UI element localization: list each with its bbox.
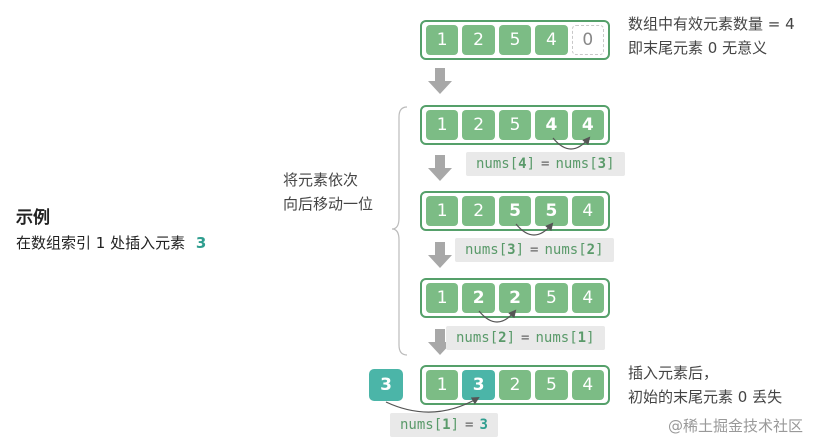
bottom-note-line2: 初始的末尾元素 0 丢失	[628, 388, 783, 406]
array-cell: 4	[571, 196, 605, 226]
array-cell: 0	[571, 25, 604, 55]
array-cell: 2	[462, 110, 495, 140]
array-cell: 5	[498, 110, 532, 140]
top-note: 数组中有效元素数量 = 4 即末尾元素 0 无意义	[628, 12, 795, 60]
assignment-operator: =	[465, 417, 474, 433]
down-arrow-icon	[428, 242, 452, 268]
down-arrow-icon	[428, 155, 452, 181]
assignment-rhs-index: 3	[597, 156, 607, 172]
assignment-lhs-index: 1	[442, 417, 451, 433]
assignment-rhs-index: 1	[577, 330, 587, 346]
array-cell: 4	[571, 370, 605, 400]
example-title: 示例	[16, 208, 50, 228]
array-cell: 1	[426, 370, 459, 400]
assignment-rhs: nums	[535, 330, 570, 346]
bottom-note-line1: 插入元素后，	[628, 364, 719, 382]
assignment-rhs-index: 2	[586, 242, 596, 258]
top-note-line2: 即末尾元素 0 无意义	[628, 39, 768, 57]
array-cell: 2	[462, 25, 495, 55]
array-cell: 2	[462, 196, 495, 226]
assignment-label: nums[2] = nums[1]	[446, 326, 605, 350]
assignment-lhs: nums	[465, 242, 499, 258]
assignment-label: nums[4] = nums[3]	[466, 152, 625, 176]
assignment-lhs-index: 2	[498, 330, 507, 346]
insert-arrow	[385, 397, 480, 413]
array-cell: 5	[498, 196, 532, 226]
array-cell: 4	[535, 25, 568, 55]
array-cell: 2	[462, 283, 495, 313]
assignment-lhs: nums	[456, 330, 490, 346]
shift-note: 将元素依次 向后移动一位	[283, 168, 373, 216]
assignment-operator: =	[530, 242, 539, 258]
array-cell: 4	[571, 110, 605, 140]
assignment-lhs-index: 4	[518, 156, 527, 172]
array-cell: 2	[498, 370, 532, 400]
array-cell: 5	[535, 283, 568, 313]
array-cell: 1	[426, 196, 459, 226]
example-desc-text: 在数组索引 1 处插入元素	[16, 234, 186, 252]
example-description: 在数组索引 1 处插入元素 3	[16, 232, 206, 253]
assignment-operator: =	[541, 156, 550, 172]
array-cell: 5	[535, 370, 568, 400]
shift-note-line1: 将元素依次	[283, 171, 359, 189]
watermark: @稀土掘金技术社区	[668, 417, 804, 435]
array-cell: 5	[498, 25, 532, 55]
array-cell: 5	[535, 196, 568, 226]
assignment-rhs: nums	[555, 156, 590, 172]
assignment-rhs: nums	[544, 242, 579, 258]
example-insert-value: 3	[195, 234, 207, 252]
move-arrow	[478, 309, 517, 323]
array-cell: 2	[498, 283, 532, 313]
array-cell: 3	[462, 370, 495, 400]
bottom-note: 插入元素后， 初始的末尾元素 0 丢失	[628, 361, 782, 409]
assignment-lhs-index: 3	[507, 242, 516, 258]
assignment-lhs: nums	[400, 417, 434, 433]
array-cell: 1	[426, 25, 459, 55]
move-arrow	[515, 222, 554, 236]
array-cell: 4	[571, 283, 605, 313]
assignment-rhs-value: 3	[479, 417, 488, 433]
insert-element: 3	[369, 369, 403, 401]
shift-note-line2: 向后移动一位	[283, 195, 374, 213]
assignment-lhs: nums	[476, 156, 510, 172]
down-arrow-icon	[428, 68, 452, 94]
assignment-operator: =	[521, 330, 530, 346]
array-cell: 1	[426, 110, 459, 140]
assignment-label: nums[1] = 3	[390, 413, 498, 437]
array-cell: 1	[426, 283, 459, 313]
assignment-label: nums[3] = nums[2]	[455, 238, 614, 262]
move-arrow	[552, 136, 591, 150]
top-note-line1: 数组中有效元素数量 = 4	[628, 15, 795, 33]
shift-bracket	[391, 106, 408, 356]
array-cell: 4	[535, 110, 568, 140]
